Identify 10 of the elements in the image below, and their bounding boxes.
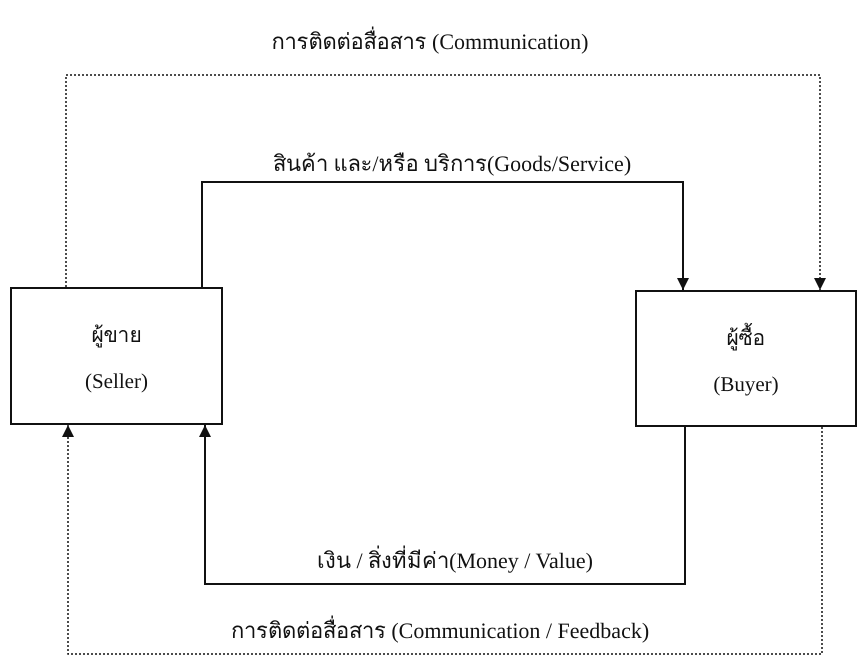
process-box [635,290,857,427]
arrow [201,181,689,290]
box-label: (Seller) [85,369,148,394]
arrow [199,425,686,585]
box-label: ผู้ซื้อ [726,320,766,354]
process-box [10,287,223,425]
box-label: ผู้ขาย [92,322,142,350]
box-label: (Buyer) [713,372,779,396]
arrow [62,425,823,655]
arrow [65,74,826,290]
